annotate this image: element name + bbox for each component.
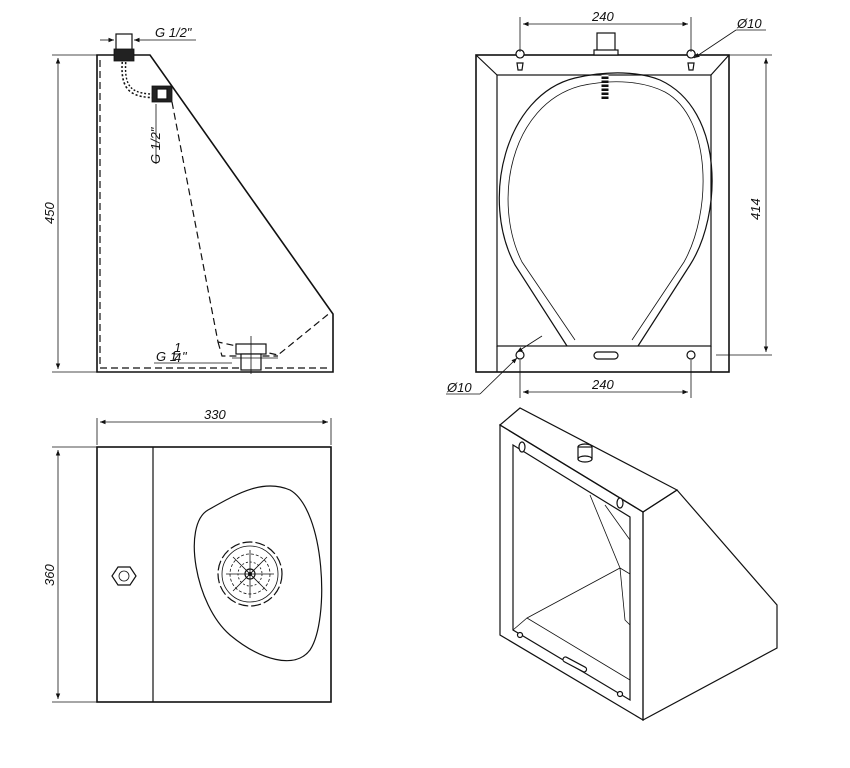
- front-top-fitting: [596, 32, 616, 52]
- iso-fitting-base: [577, 455, 593, 463]
- iso-bottom-hole-left: [516, 631, 524, 639]
- top-depth-label: 360: [42, 564, 57, 586]
- thread-bottom-fraction-num: 1: [174, 340, 181, 355]
- top-view: 330 360: [42, 407, 332, 703]
- isometric-view: [498, 407, 778, 722]
- front-bevel-tl: [475, 54, 498, 76]
- dim-hole-top-leader: [693, 29, 737, 59]
- drain-grate-icon: [217, 541, 283, 607]
- thread-top-label: G 1/2": [155, 25, 193, 40]
- iso-floor-edge: [512, 617, 631, 681]
- side-view-hidden-bowl: [171, 101, 332, 356]
- top-view-outline: [96, 446, 332, 703]
- iso-back-shelf: [526, 567, 631, 619]
- top-view-nut-hole: [118, 570, 130, 582]
- bottom-slot: [593, 351, 619, 360]
- front-view: 240 Ø10 414 240 Ø10: [446, 9, 772, 398]
- front-bowl-outline: [498, 72, 713, 347]
- front-frame-outer: [475, 54, 730, 373]
- top-inlet-fitting: [115, 33, 133, 51]
- side-view: G 1/2" G 1/2" G 1 1 4 " 450: [42, 25, 334, 374]
- iso-keyhole-left: [518, 441, 526, 453]
- iso-keyhole-right: [616, 497, 624, 509]
- bottom-hole-right: [686, 350, 696, 360]
- mid-valve-body: [156, 88, 168, 100]
- front-top-fitting-nut: [593, 49, 619, 56]
- thread-bottom-label: G 1: [156, 349, 177, 364]
- side-height-label: 450: [42, 202, 57, 224]
- thread-bottom-fraction-den: 4: [174, 350, 181, 365]
- keyhole-left: [515, 49, 525, 71]
- front-width-top-label: 240: [591, 9, 614, 24]
- iso-bottom-hole-right: [616, 690, 624, 698]
- iso-inner-wall: [619, 567, 631, 626]
- iso-bottom-slot: [562, 656, 588, 673]
- thread-mid-label: G 1/2": [148, 126, 163, 164]
- dim-hole-bottom-leader: [479, 357, 518, 395]
- keyhole-right: [686, 49, 696, 71]
- front-bowl-inner: [507, 81, 704, 341]
- top-view-bowl: [193, 485, 323, 662]
- iso-front-frame: [499, 423, 644, 722]
- iso-front-opening: [512, 443, 631, 702]
- thread-bottom-tail: ": [182, 349, 188, 364]
- iso-side-face: [642, 489, 778, 722]
- front-bevel-tr: [710, 54, 730, 76]
- front-height-label: 414: [748, 198, 763, 220]
- side-view-body-outline: [96, 54, 334, 373]
- top-width-label: 330: [204, 407, 226, 422]
- top-inlet-nut: [113, 48, 135, 62]
- side-view-hidden-outlet: [217, 341, 278, 357]
- front-hole-top-label: Ø10: [736, 16, 762, 31]
- front-hole-bottom-label: Ø10: [446, 380, 472, 395]
- iso-inner-slope-2: [604, 504, 631, 541]
- dim-hole-bottom-leader-upper: [516, 335, 543, 353]
- iso-inner-slope: [589, 494, 621, 569]
- front-width-bottom-label: 240: [591, 377, 614, 392]
- flexible-hose-core: [122, 61, 159, 97]
- top-view-nut: [111, 566, 137, 586]
- front-frame-inner: [496, 74, 712, 347]
